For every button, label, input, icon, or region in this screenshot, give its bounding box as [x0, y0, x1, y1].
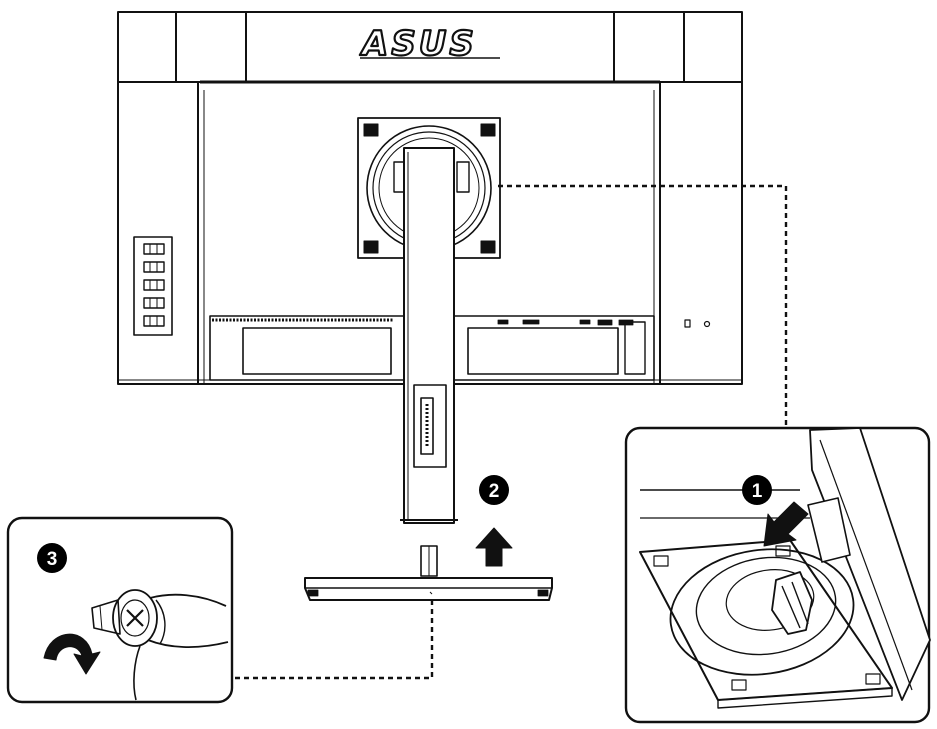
vesa-mount — [357, 117, 501, 259]
step-badge-3: 3 — [37, 543, 67, 573]
step-badge-1: 1 — [742, 475, 772, 505]
svg-text:2: 2 — [489, 481, 500, 502]
svg-text:1: 1 — [752, 481, 763, 502]
push-arrow-icon — [763, 501, 809, 547]
detail-panel-step-3 — [6, 516, 234, 704]
step-badge-2: 2 — [479, 475, 509, 505]
up-arrow-icon — [475, 527, 513, 567]
detail-panel-step-1 — [624, 426, 931, 724]
connector-lines — [232, 184, 788, 680]
svg-text:3: 3 — [47, 549, 58, 570]
control-buttons — [133, 236, 173, 336]
io-panel — [209, 315, 711, 381]
monitor-back: ASUS — [117, 11, 743, 385]
stand-neck — [400, 147, 458, 524]
rotate-arrow-icon — [43, 633, 101, 675]
stand-base — [304, 545, 553, 601]
